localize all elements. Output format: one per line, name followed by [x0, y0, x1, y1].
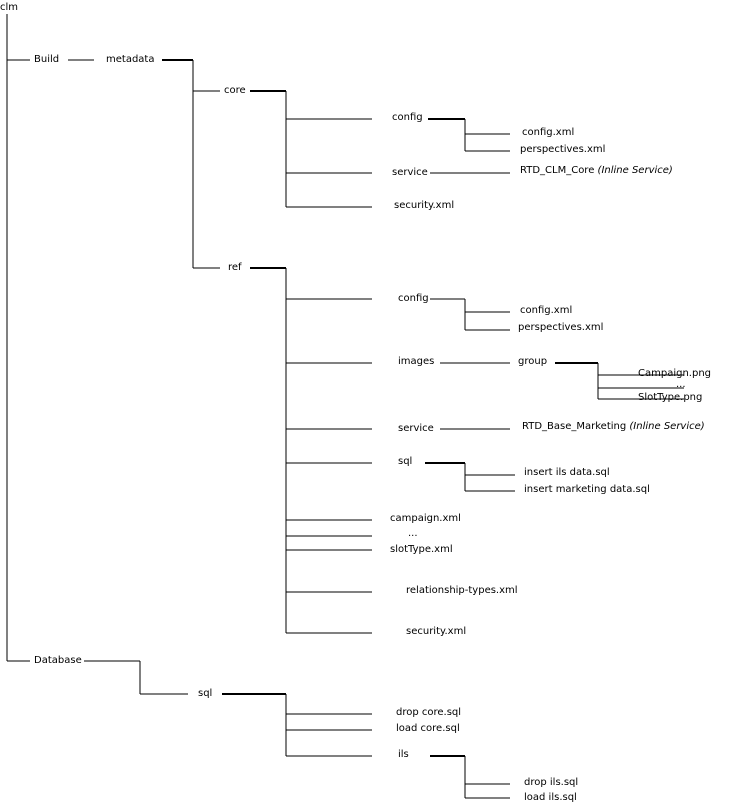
node-ref: ref [228, 262, 242, 273]
node-ref-config: config [398, 293, 429, 304]
node-metadata: metadata [106, 54, 155, 65]
node-images-ellipsis: ... [676, 379, 686, 390]
node-core: core [224, 85, 246, 96]
node-clm: clm [0, 2, 19, 13]
node-ref-config-xml: config.xml [520, 305, 573, 316]
node-core-security-xml: security.xml [394, 200, 455, 211]
node-build: Build [34, 54, 60, 65]
core-service-name: RTD_CLM_Core [520, 165, 595, 176]
node-insert-marketing-data-sql: insert marketing data.sql [524, 484, 650, 495]
ref-service-name: RTD_Base_Marketing [522, 421, 627, 432]
node-slottype-png: SlotType.png [638, 392, 703, 403]
node-ref-images: images [398, 356, 435, 367]
node-campaign-png: Campaign.png [638, 368, 712, 379]
node-ils: ils [398, 749, 409, 760]
node-ref-sql: sql [398, 456, 413, 467]
node-ref-service: service [398, 423, 434, 434]
node-campaign-xml: campaign.xml [390, 513, 461, 524]
ref-service-note: (Inline Service) [629, 421, 705, 432]
node-core-perspectives-xml: perspectives.xml [520, 144, 606, 155]
node-ref-inline-service: RTD_Base_Marketing (Inline Service) [522, 421, 705, 433]
node-drop-core-sql: drop core.sql [396, 707, 462, 718]
node-ref-perspectives-xml: perspectives.xml [518, 322, 604, 333]
node-load-ils-sql: load ils.sql [524, 792, 577, 803]
node-ref-security-xml: security.xml [406, 626, 467, 637]
node-xml-ellipsis: ... [408, 528, 418, 539]
node-database-sql: sql [198, 688, 213, 699]
node-slottype-xml: slotType.xml [390, 544, 453, 555]
node-ref-group: group [518, 356, 548, 367]
node-load-core-sql: load core.sql [396, 723, 460, 734]
core-service-note: (Inline Service) [597, 165, 673, 176]
node-core-inline-service: RTD_CLM_Core (Inline Service) [520, 165, 673, 177]
node-insert-ils-data-sql: insert ils data.sql [524, 467, 610, 478]
node-drop-ils-sql: drop ils.sql [524, 777, 579, 788]
node-core-config: config [392, 112, 423, 123]
node-core-config-xml: config.xml [522, 127, 575, 138]
node-database: Database [34, 655, 82, 666]
node-relationship-types-xml: relationship-types.xml [406, 585, 518, 596]
node-core-service: service [392, 167, 428, 178]
